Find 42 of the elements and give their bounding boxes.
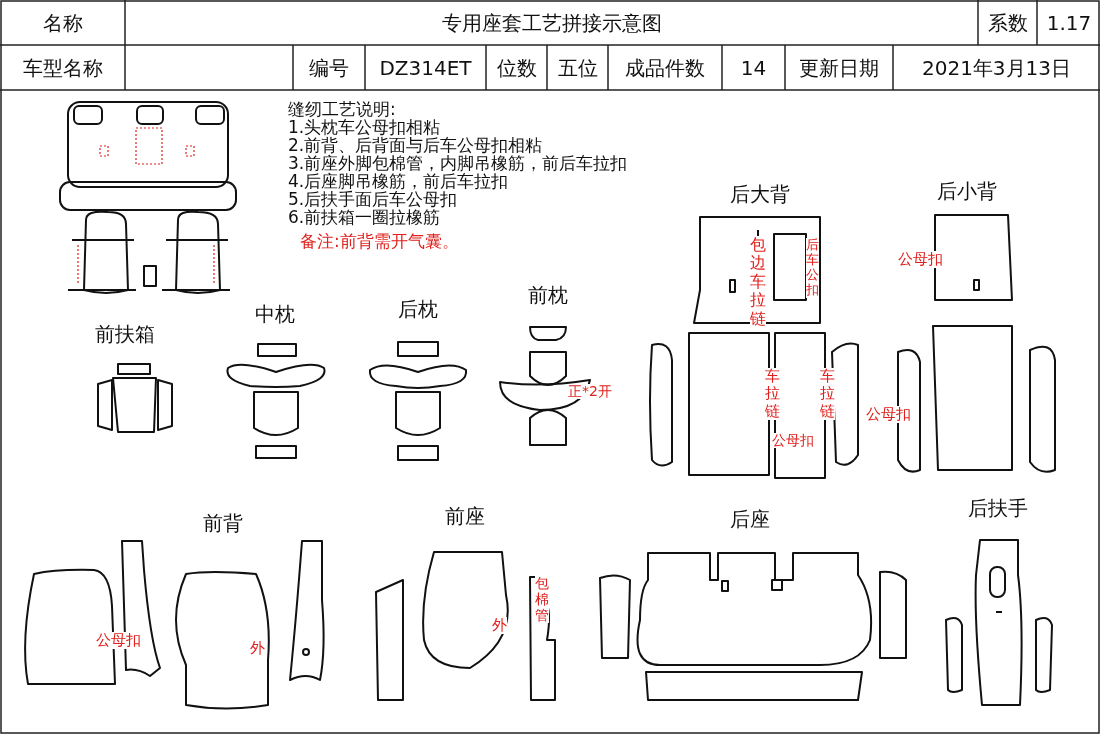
note-text: 4.后座脚吊橡筋，前后车拉扣	[288, 172, 509, 191]
sewing-note: 正*2开	[568, 384, 612, 400]
sewing-note: 车拉链	[765, 368, 780, 420]
field-value: 五位	[556, 55, 599, 82]
note-text: 3.前座外脚包棉管，内脚吊橡筋，前后车拉扣	[288, 154, 628, 173]
field-label: 名称	[41, 9, 84, 37]
field-label: 成品件数	[624, 55, 706, 82]
field-label: 位数	[495, 55, 538, 82]
part-title: 后枕	[398, 298, 438, 320]
sewing-note: 公母扣	[96, 632, 141, 649]
part-title: 中枕	[255, 303, 295, 325]
field-value: 2021年3月13日	[920, 55, 1073, 82]
field-value: DZ314ET	[378, 55, 473, 82]
sewing-note: 外	[492, 617, 507, 634]
sewing-note: 公母扣	[772, 433, 814, 449]
note-text: 1.头枕车公母扣相粘	[288, 118, 441, 137]
field-value: 1.17	[1045, 9, 1093, 37]
diagram-title: 专用座套工艺拼接示意图	[440, 9, 663, 37]
note-text: 6.前扶箱一圈拉橡筋	[288, 208, 441, 227]
note-text: 5.后扶手面后车公母扣	[288, 190, 458, 209]
note-text: 2.前背、后背面与后车公母扣相粘	[288, 136, 543, 155]
part-title: 前枕	[528, 284, 568, 306]
sewing-note: 公母扣	[898, 251, 943, 268]
field-label: 更新日期	[798, 55, 880, 82]
sewing-note: 车拉链	[820, 368, 835, 420]
sewing-note: 后车公扣	[806, 238, 819, 298]
part-title: 后大背	[730, 183, 790, 205]
field-label: 编号	[308, 55, 350, 82]
note-text: 缝纫工艺说明:	[288, 100, 396, 119]
sewing-note: 公母扣	[866, 406, 911, 423]
sewing-note: 包棉管	[535, 575, 549, 624]
field-label: 系数	[986, 9, 1029, 37]
part-title: 前扶箱	[95, 323, 155, 345]
part-title: 后扶手	[968, 497, 1028, 519]
part-title: 后座	[730, 508, 770, 530]
part-title: 前座	[445, 505, 485, 527]
sewing-note: 包边车拉链	[750, 236, 766, 328]
field-value: 14	[739, 55, 768, 82]
part-title: 后小背	[937, 180, 997, 202]
part-title: 前背	[203, 512, 243, 534]
field-label: 车型名称	[21, 55, 104, 82]
sewing-note: 外	[250, 640, 265, 657]
